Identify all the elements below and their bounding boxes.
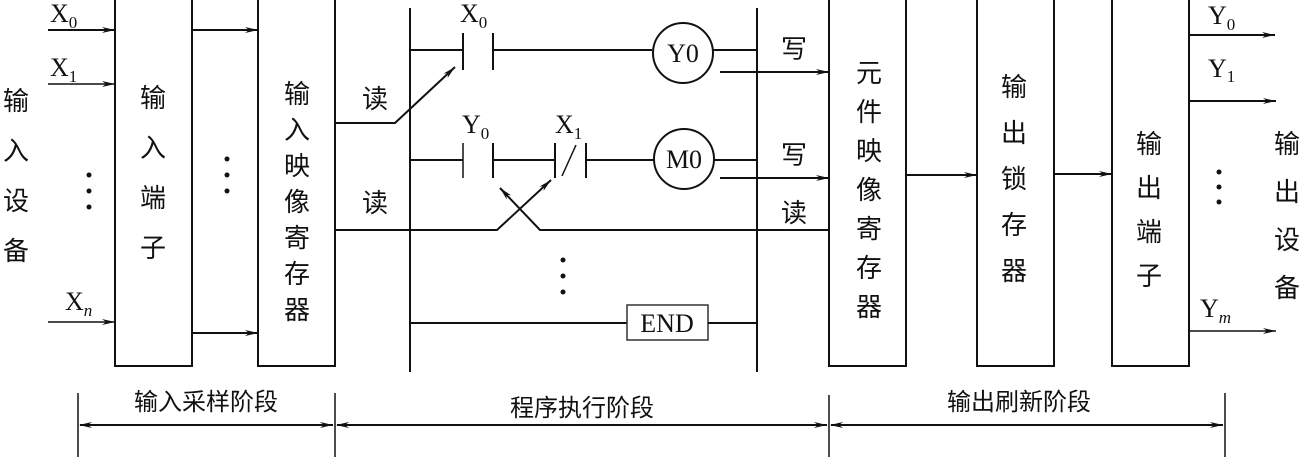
- vertical-label-char: 映: [284, 152, 310, 182]
- vertical-label-char: 输: [284, 80, 310, 110]
- output-label-y1: Y1: [1208, 54, 1235, 86]
- input-signals: X0 X1 Xn: [48, 0, 115, 325]
- vertical-label-char: 子: [1136, 262, 1162, 292]
- read-arrow-x0: [335, 66, 456, 124]
- ellipsis-dot: [86, 188, 92, 194]
- vertical-label-char: 器: [856, 293, 882, 323]
- stage-label-output-refresh: 输出刷新阶段: [947, 388, 1091, 416]
- ellipsis-dot: [560, 289, 566, 295]
- input-image-register-block: [257, 0, 336, 367]
- vertical-label-char: 件: [856, 98, 882, 128]
- output-label-ym: Ym: [1200, 294, 1231, 327]
- coil-y0-label: Y0: [667, 39, 699, 68]
- vertical-label-char: 出: [1001, 119, 1027, 149]
- vertical-label-char: 存: [284, 260, 310, 290]
- vertical-label-char: 入: [140, 134, 166, 164]
- read-label-1: 读: [362, 85, 388, 115]
- vertical-label-char: 出: [1136, 174, 1162, 204]
- vertical-label-char: 输: [1136, 130, 1162, 160]
- ellipsis-dot: [224, 172, 230, 178]
- vertical-label-char: 输: [1274, 130, 1300, 160]
- read-label-2: 读: [362, 189, 388, 219]
- contact-x0-label: X0: [460, 0, 487, 32]
- ellipsis-dot: [1216, 199, 1222, 205]
- stage-label-program-execution: 程序执行阶段: [510, 394, 654, 422]
- rung-2: Y0 X1 M0: [410, 110, 757, 190]
- vertical-label-char: 设: [3, 187, 29, 217]
- ellipsis-dot: [86, 172, 92, 178]
- vertical-label-char: 输: [3, 87, 29, 117]
- end-instruction-box: [626, 304, 709, 341]
- write-label-2: 写: [781, 141, 807, 171]
- vertical-label-char: 设: [1274, 226, 1300, 256]
- element-image-register-block: [828, 0, 907, 367]
- ellipsis-dot: [1216, 184, 1222, 190]
- input-label-x1: X1: [50, 53, 77, 86]
- ellipsis-dot: [560, 257, 566, 263]
- read-label-3: 读: [781, 199, 807, 229]
- rung-end: END: [410, 304, 757, 341]
- stage-timeline: 输入采样阶段 程序执行阶段 输出刷新阶段: [77, 388, 1226, 457]
- output-latch-block: [976, 0, 1055, 367]
- vertical-label-char: 子: [140, 234, 166, 264]
- vertical-label-char: 端: [140, 184, 166, 214]
- ellipsis-dot: [1216, 169, 1222, 175]
- vertical-label-char: 备: [3, 237, 29, 267]
- coil-m0-label: M0: [666, 145, 702, 174]
- vertical-label-char: 器: [1001, 257, 1027, 287]
- coil-y0: [652, 22, 714, 84]
- vertical-label-char: 元: [856, 59, 882, 89]
- vertical-label-char: 端: [1136, 218, 1162, 248]
- vertical-label-char: 入: [3, 137, 29, 167]
- rung-1: X0 Y0: [410, 0, 757, 84]
- read-arrow-x1: [335, 179, 552, 231]
- vertical-label-char: 存: [1001, 211, 1027, 241]
- stage-label-input-sampling: 输入采样阶段: [134, 388, 278, 416]
- read-arrow-y0: [499, 187, 829, 231]
- vertical-label-char: 寄: [856, 215, 882, 245]
- input-label-x0: X0: [50, 0, 77, 32]
- write-label-1: 写: [781, 35, 807, 65]
- ellipsis-dot: [224, 156, 230, 162]
- vertical-label-char: 像: [284, 188, 310, 218]
- contact-y0-label: Y0: [462, 110, 489, 143]
- vertical-label-char: 输: [140, 84, 166, 114]
- output-terminals-block: [1111, 0, 1190, 367]
- vertical-label-char: 出: [1274, 178, 1300, 208]
- vertical-label-char: 映: [856, 137, 882, 167]
- vertical-label-char: 存: [856, 254, 882, 284]
- contact-x1-nc-slash: [561, 144, 577, 177]
- vertical-label-char: 锁: [1001, 165, 1027, 195]
- vertical-label-char: 寄: [284, 224, 310, 254]
- vertical-label-char: 像: [856, 176, 882, 206]
- vertical-label-char: 输: [1001, 73, 1027, 103]
- input-terminals-block: [114, 0, 193, 367]
- ellipsis-dot: [86, 204, 92, 210]
- output-signals: Y0 Y1 Ym: [1189, 1, 1276, 334]
- input-label-xn: Xn: [65, 287, 92, 320]
- output-label-y0: Y0: [1208, 1, 1235, 34]
- vertical-label-char: 备: [1274, 274, 1300, 304]
- end-instruction-label: END: [640, 309, 693, 338]
- vertical-label-char: 器: [284, 296, 310, 326]
- ellipsis-dot: [560, 273, 566, 279]
- contact-x1-label: X1: [555, 110, 582, 143]
- vertical-label-char: 入: [284, 116, 310, 146]
- ellipsis-dot: [224, 188, 230, 194]
